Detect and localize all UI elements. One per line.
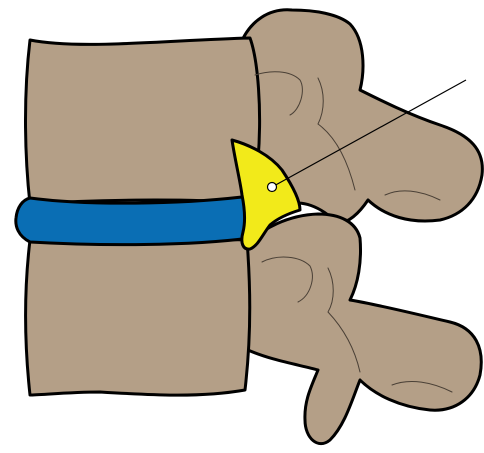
intervertebral-disc [16, 197, 253, 245]
upper-vertebral-body [26, 38, 260, 204]
lower-vertebra-posterior-processes [242, 214, 481, 444]
pointer-marker [268, 183, 277, 192]
lower-vertebral-body [26, 238, 250, 395]
